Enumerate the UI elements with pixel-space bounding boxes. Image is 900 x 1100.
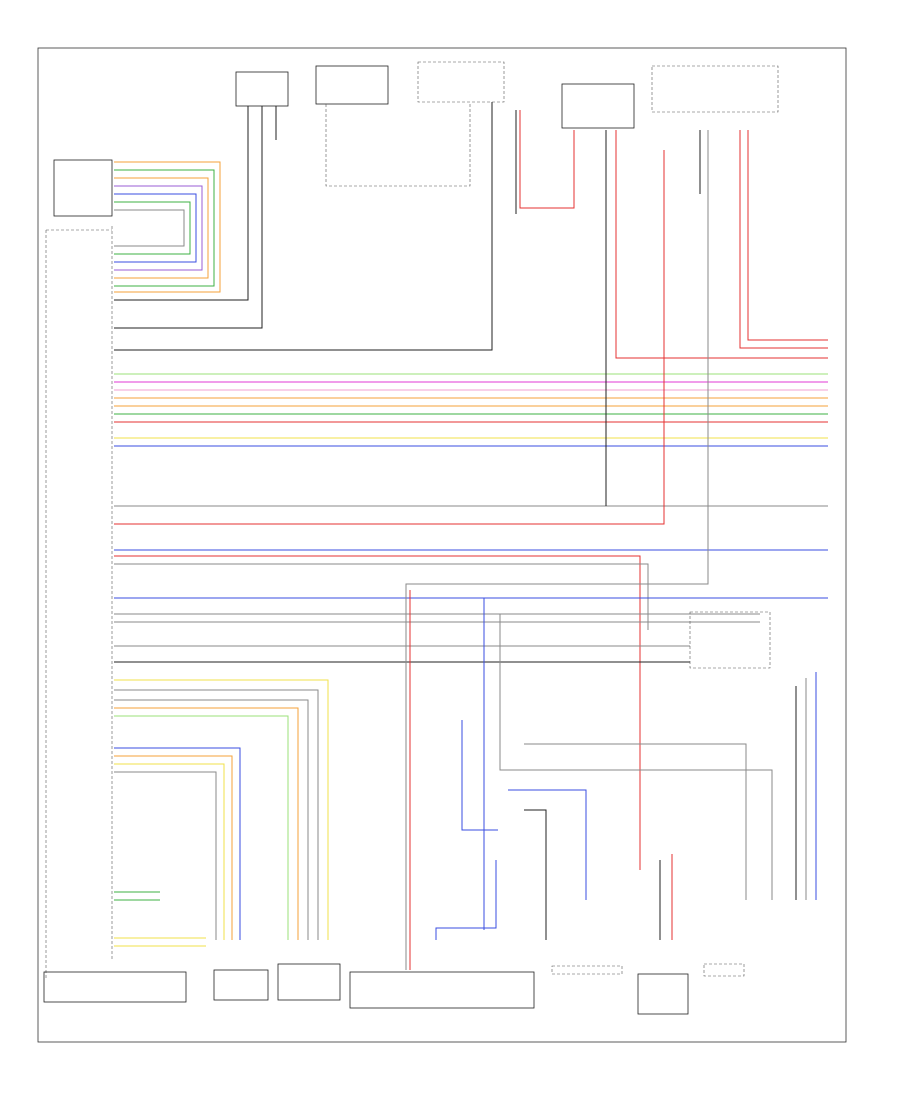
left-module-boundary — [45, 229, 112, 980]
top-far-right-module — [651, 65, 779, 113]
right-vertical-feeds — [405, 110, 828, 970]
left-grounds — [114, 891, 206, 947]
diagram-frame — [37, 47, 847, 1043]
midright-switch — [689, 611, 771, 669]
bottom-module-3 — [277, 963, 341, 1001]
bottom-module-4 — [349, 971, 535, 1009]
top-left-component — [114, 71, 289, 329]
bottom-module-2 — [213, 969, 269, 1001]
top-right-module — [561, 83, 635, 129]
midright-relay — [795, 672, 817, 900]
sensor-wires — [114, 161, 221, 293]
bottom-left-module — [43, 971, 187, 1003]
coding-plug-component — [315, 65, 471, 187]
sensor-cluster-component — [53, 159, 113, 217]
bottom-module-6 — [637, 973, 689, 1015]
bottom-module-7 — [703, 963, 745, 977]
horizontal-bus — [114, 150, 828, 870]
bottom-module-5 — [551, 965, 623, 975]
lower-bus — [114, 598, 773, 940]
top-mid-component — [114, 61, 505, 351]
